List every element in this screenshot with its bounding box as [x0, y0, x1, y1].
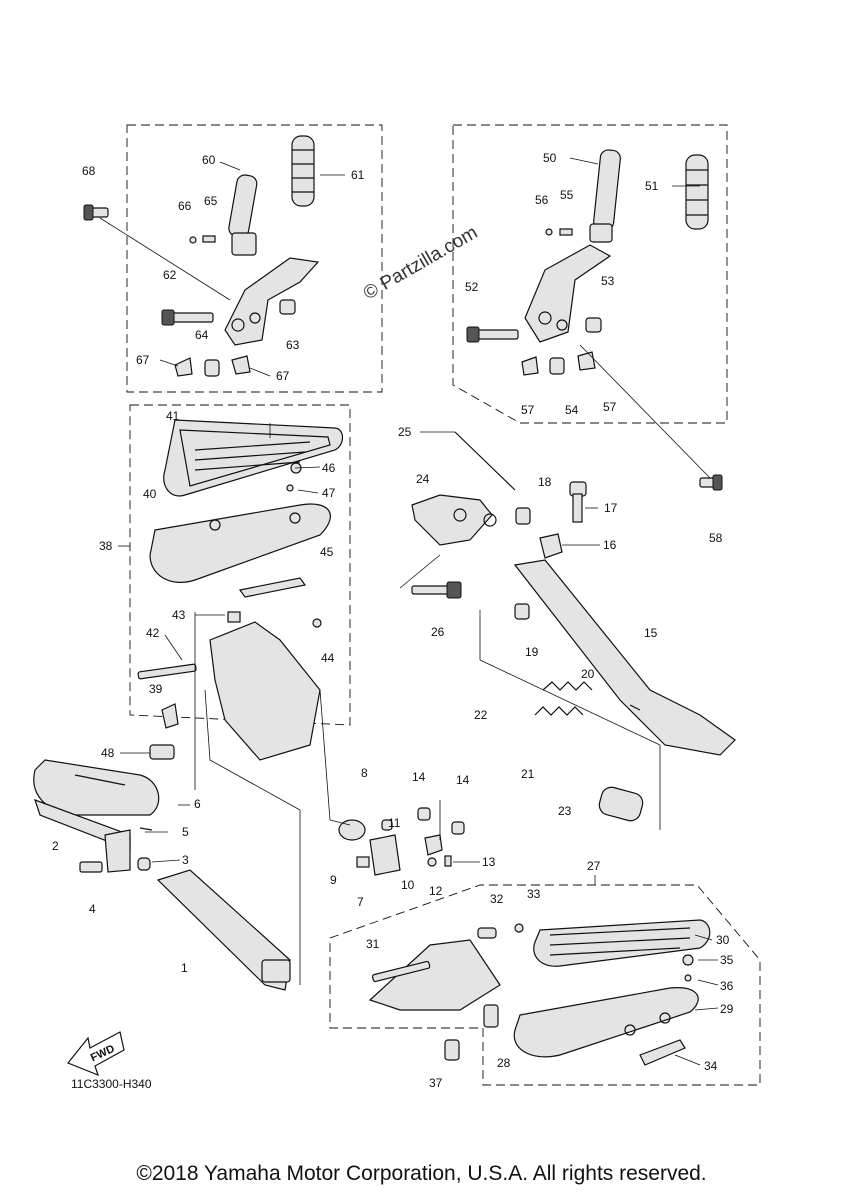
- callout-56: 56: [535, 193, 549, 207]
- callout-18: 18: [538, 475, 552, 489]
- callout-55: 55: [560, 188, 574, 202]
- callout-54: 54: [565, 403, 579, 417]
- callout-29: 29: [720, 1002, 734, 1016]
- callout-10: 10: [401, 878, 415, 892]
- callout-6: 6: [194, 797, 201, 811]
- callout-25: 25: [398, 425, 412, 439]
- callout-35: 35: [720, 953, 734, 967]
- callout-7: 7: [357, 895, 364, 909]
- connector-lines: [99, 217, 711, 985]
- callout-15: 15: [644, 626, 658, 640]
- callout-9: 9: [330, 873, 337, 887]
- callout-43: 43: [172, 608, 186, 622]
- callout-67a: 67: [136, 353, 150, 367]
- callout-11: 11: [388, 816, 401, 830]
- watermark: © Partzilla.com: [360, 222, 481, 304]
- left-peg-assembly: [83, 135, 320, 377]
- callout-33: 33: [527, 887, 541, 901]
- callout-38: 38: [99, 539, 113, 553]
- callout-57a: 57: [521, 403, 535, 417]
- callout-48: 48: [101, 746, 115, 760]
- callout-31: 31: [366, 937, 380, 951]
- callout-3: 3: [182, 853, 189, 867]
- callout-1: 1: [181, 961, 188, 975]
- callout-44: 44: [321, 651, 335, 665]
- group-box-top-left: [126, 124, 383, 393]
- callout-39: 39: [149, 682, 163, 696]
- right-footboard-assembly: [368, 919, 711, 1066]
- callout-26: 26: [431, 625, 445, 639]
- callout-68: 68: [82, 164, 96, 178]
- callout-65: 65: [204, 194, 218, 208]
- callout-34: 34: [704, 1059, 718, 1073]
- callout-labels: 1 2 3 4 5 6 7 8 9 10 11 12 13 14 14 15 1…: [52, 151, 734, 1090]
- callout-28: 28: [497, 1056, 511, 1070]
- callout-45: 45: [320, 545, 334, 559]
- callout-5: 5: [182, 825, 189, 839]
- callout-32: 32: [490, 892, 504, 906]
- lower-clamp-parts: [338, 807, 465, 876]
- callout-23: 23: [558, 804, 572, 818]
- callout-36: 36: [720, 979, 734, 993]
- callout-58: 58: [709, 531, 723, 545]
- callout-14a: 14: [412, 770, 426, 784]
- callout-12: 12: [429, 884, 443, 898]
- callout-46: 46: [322, 461, 336, 475]
- leader-lines: [118, 157, 719, 1066]
- drawing-code: 11C3300-H340: [71, 1077, 152, 1091]
- group-box-right-footboard: [329, 884, 761, 1086]
- callout-47: 47: [322, 486, 336, 500]
- group-box-left-footboard: [129, 404, 351, 726]
- callout-51: 51: [645, 179, 659, 193]
- fwd-arrow-icon: FWD: [67, 1031, 125, 1077]
- callout-41: 41: [166, 409, 180, 423]
- center-linkage: [411, 431, 736, 822]
- left-footboard-assembly: [137, 419, 344, 761]
- callout-42: 42: [146, 626, 160, 640]
- callout-62: 62: [163, 268, 177, 282]
- group-box-top-right: [452, 124, 728, 424]
- callout-40: 40: [143, 487, 157, 501]
- callout-8: 8: [361, 766, 368, 780]
- callout-21: 21: [521, 767, 535, 781]
- callout-22: 22: [474, 708, 488, 722]
- right-peg-assembly: [466, 149, 723, 491]
- callout-27: 27: [587, 859, 601, 873]
- callout-60: 60: [202, 153, 216, 167]
- callout-52: 52: [465, 280, 479, 294]
- callout-13: 13: [482, 855, 496, 869]
- callout-67b: 67: [276, 369, 290, 383]
- callout-57b: 57: [603, 400, 617, 414]
- callout-37: 37: [429, 1076, 443, 1090]
- copyright-notice: ©2018 Yamaha Motor Corporation, U.S.A. A…: [136, 1162, 707, 1185]
- callout-24: 24: [416, 472, 430, 486]
- callout-53: 53: [601, 274, 615, 288]
- callout-19: 19: [525, 645, 539, 659]
- left-pedal-assembly: [33, 744, 291, 991]
- callout-4: 4: [89, 902, 96, 916]
- callout-64: 64: [195, 328, 209, 342]
- callout-17: 17: [604, 501, 618, 515]
- callout-30: 30: [716, 933, 730, 947]
- callout-61: 61: [351, 168, 365, 182]
- callout-16: 16: [603, 538, 617, 552]
- callout-2: 2: [52, 839, 59, 853]
- callout-50: 50: [543, 151, 557, 165]
- callout-20: 20: [581, 667, 595, 681]
- callout-14b: 14: [456, 773, 470, 787]
- callout-66: 66: [178, 199, 192, 213]
- callout-63: 63: [286, 338, 300, 352]
